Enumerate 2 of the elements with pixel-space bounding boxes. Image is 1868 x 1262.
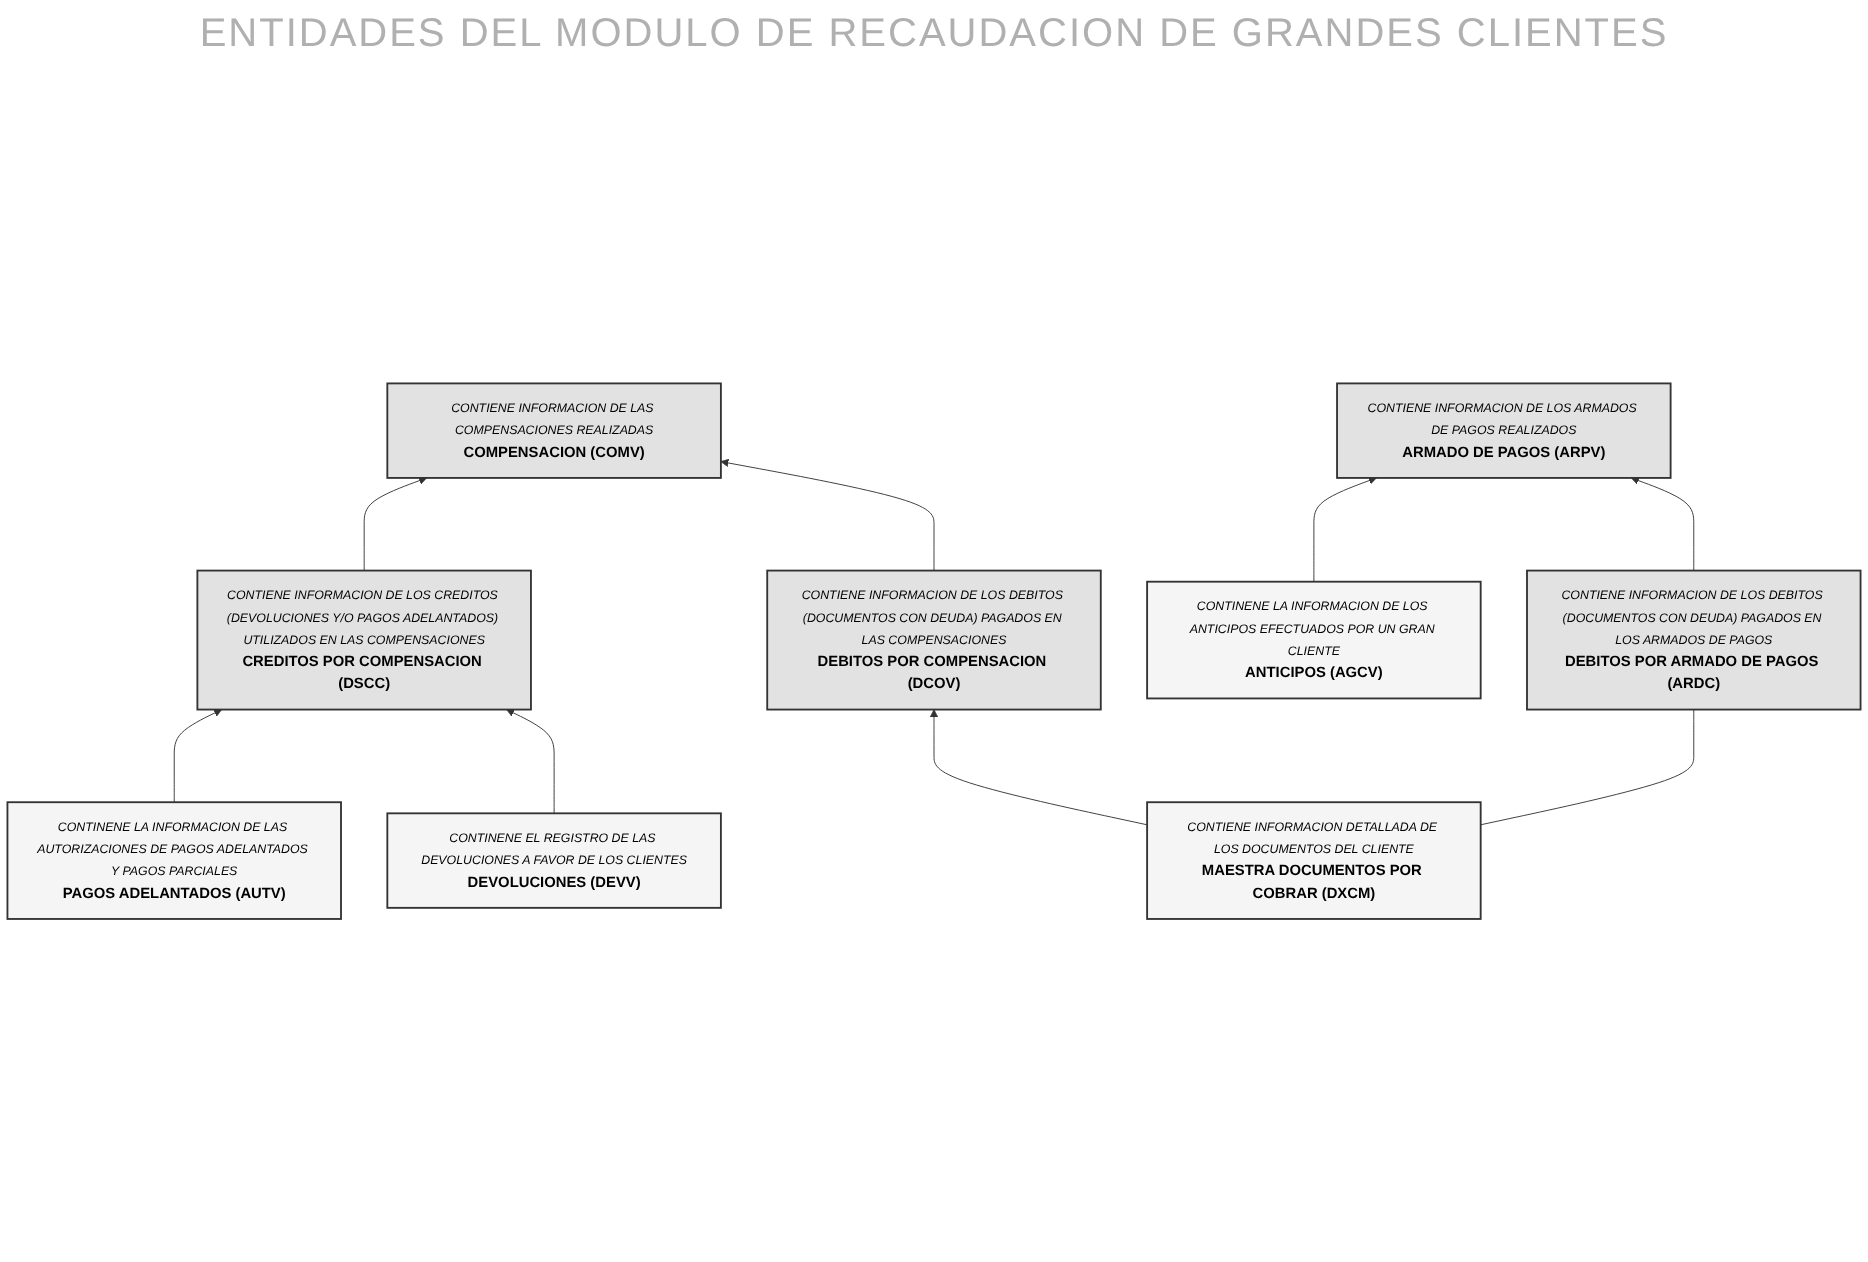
diagram-title: ENTIDADES DEL MODULO DE RECAUDACION DE GRANDES CLIENTES [197,12,1671,58]
connector [1480,709,1695,827]
